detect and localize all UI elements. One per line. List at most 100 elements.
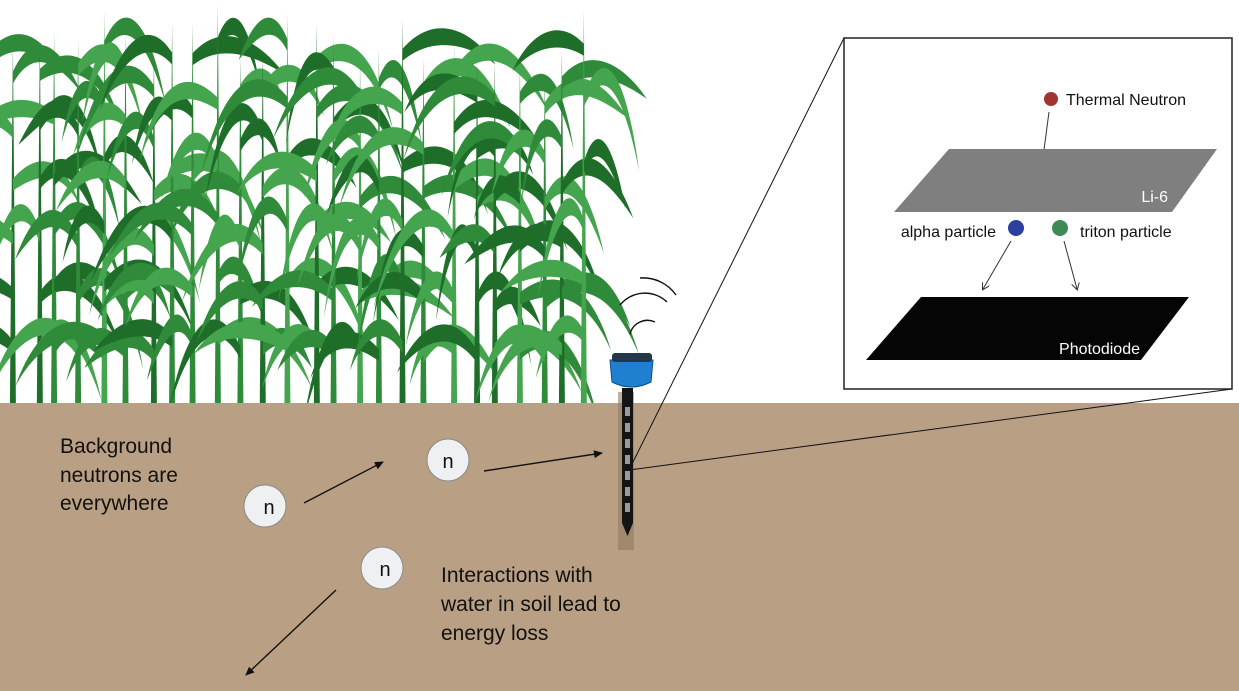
corn-leaf: [84, 330, 154, 368]
corn-leaf: [356, 198, 403, 283]
corn-leaf: [423, 174, 515, 245]
thermal-neutron-label: Thermal Neutron: [1066, 92, 1186, 109]
corn-leaf: [196, 281, 263, 342]
corn-stalk: [420, 57, 427, 406]
corn-field: [0, 5, 647, 424]
corn-stalk: [375, 48, 382, 406]
triton-particle-label: triton particle: [1080, 224, 1172, 241]
corn-leaf: [39, 158, 104, 247]
neutron-label: n: [379, 559, 390, 581]
corn-leaf: [561, 158, 634, 219]
corn-leaf: [473, 175, 520, 220]
corn-leaf: [323, 217, 379, 318]
corn-leaf: [205, 103, 263, 199]
corn-leaf: [349, 319, 403, 371]
interaction-text-line-1: Interactions with: [441, 564, 593, 587]
corn-leaf: [93, 319, 173, 352]
triton-particle-arrow: [1063, 240, 1077, 289]
corn-leaf: [537, 198, 584, 298]
li6-layer: [894, 149, 1217, 212]
corn-leaf: [15, 321, 105, 387]
corn-stalk: [259, 52, 266, 406]
corn-leaf: [139, 81, 218, 163]
corn-leaf: [74, 65, 154, 163]
corn-leaf: [134, 188, 218, 241]
corn-leaf: [544, 77, 629, 119]
corn-leaf: [240, 68, 286, 109]
corn-stalk: [150, 54, 157, 406]
corn-leaf: [561, 272, 631, 327]
corn-leaf: [583, 139, 626, 209]
corn-leaf: [278, 203, 334, 302]
corn-leaf: [238, 17, 288, 61]
zoom-line-top: [628, 37, 845, 471]
corn-leaf: [535, 315, 584, 379]
corn-stalk: [399, 18, 406, 405]
corn-leaf: [236, 196, 288, 287]
neutron-circle: [426, 438, 470, 482]
sensor-cap: [609, 359, 654, 388]
zoom-line-bottom: [628, 388, 1233, 471]
neutron-circle: [243, 484, 287, 528]
neutron-3: n: [360, 546, 404, 590]
corn-leaf: [277, 329, 334, 371]
corn-leaf: [520, 119, 562, 207]
corn-leaf: [82, 42, 126, 125]
corn-leaf: [236, 151, 317, 196]
triton-particle-dot: [1052, 220, 1068, 236]
probe-tip: [622, 523, 633, 536]
corn-leaf: [104, 17, 166, 105]
corn-leaf: [287, 138, 357, 188]
corn-leaf: [544, 274, 639, 355]
sensor-cap-top: [612, 353, 652, 362]
corn-leaf: [0, 34, 55, 72]
corn-leaf: [78, 44, 143, 127]
corn-leaf: [240, 118, 282, 167]
probe-segments: [625, 407, 630, 512]
corn-leaf: [181, 223, 263, 303]
corn-leaf: [439, 224, 495, 259]
corn-stalk: [189, 22, 196, 406]
corn-stalk: [284, 12, 291, 405]
corn-leaf: [474, 324, 545, 403]
interaction-text-line-2: water in soil lead to: [440, 593, 621, 616]
alpha-particle-label: alpha particle: [901, 224, 996, 241]
corn-leaf: [73, 102, 126, 156]
corn-leaf: [327, 154, 379, 215]
corn-leaf: [99, 34, 173, 111]
corn-leaf: [109, 202, 193, 256]
background-text-line-3: everywhere: [60, 492, 169, 515]
corn-leaf: [316, 201, 391, 243]
wireless-signal-icon: [619, 277, 677, 335]
corn-leaf: [544, 176, 605, 255]
neutron-2: n: [243, 484, 287, 528]
neutron-label: n: [442, 451, 453, 473]
corn-leaf: [498, 223, 562, 277]
neutron-path-arrow: [483, 450, 603, 472]
corn-leaf: [14, 209, 79, 260]
corn-leaf: [519, 279, 612, 351]
corn-leaf: [561, 60, 647, 99]
corn-leaf: [146, 91, 193, 144]
neutron-label: n: [263, 497, 274, 519]
corn-leaf: [402, 28, 496, 65]
corn-leaf: [326, 86, 403, 152]
background-text-line-2: neutrons are: [60, 464, 178, 487]
corn-leaf: [355, 271, 424, 309]
corn-leaf: [61, 80, 105, 143]
thermal-neutron-dot: [1044, 92, 1058, 106]
alpha-particle-dot: [1008, 220, 1024, 236]
corn-leaf: [161, 132, 218, 200]
corn-leaf: [519, 73, 574, 150]
corn-leaf: [54, 262, 121, 300]
corn-leaf: [217, 256, 263, 318]
alpha-particle-arrow: [983, 240, 1012, 289]
corn-leaf: [356, 254, 403, 355]
corn-leaf: [192, 36, 285, 75]
corn-stalk: [451, 42, 458, 406]
corn-stalk: [580, 9, 587, 405]
corn-leaf: [252, 270, 334, 307]
background-text-line-1: Background: [60, 435, 172, 458]
corn-leaf: [512, 30, 584, 71]
